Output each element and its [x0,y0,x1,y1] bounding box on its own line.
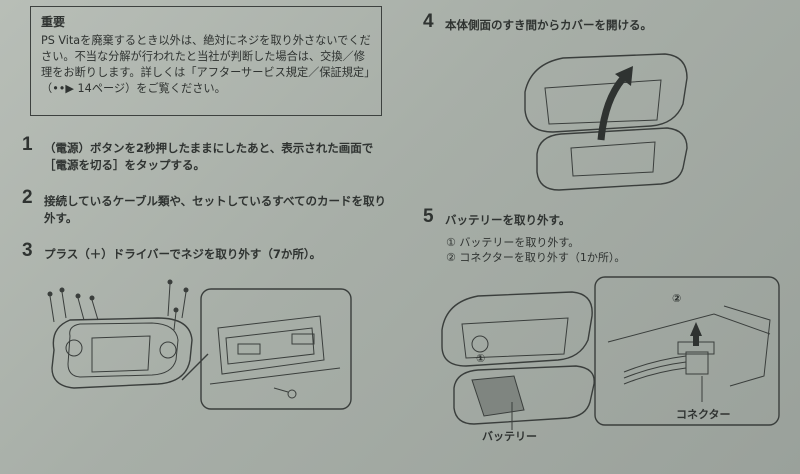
substep-1: ① バッテリーを取り外す。 [446,235,579,250]
callout-pointer [181,353,209,381]
important-notice: 重要 PS Vitaを廃棄するとき以外は、絶対にネジを取り外さないでください。不… [30,6,382,116]
step-text: （電源）ボタンを2秒押したままにしたあと、表示された画面で［電源を切る］をタップ… [44,141,374,172]
step-text: プラス（＋）ドライバーでネジを取り外す（7か所）。 [44,247,322,261]
screw-detail-callout [200,288,352,410]
step-2: 2 接続しているケーブル類や、セットしているすべてのカードを取り外す。 [22,188,387,227]
substep-marker: ① [446,236,456,249]
step-4: 4 本体側面のすき間からカバーを開ける。 [423,12,773,34]
substep-text: バッテリーを取り外す。 [459,236,580,249]
step-number: 4 [423,11,434,32]
cover-opening-illustration [524,53,688,191]
step-1: 1 （電源）ボタンを2秒押したままにしたあと、表示された画面で［電源を切る］をタ… [22,135,387,174]
notice-title: 重要 [41,15,66,29]
substep-text: コネクターを取り外す（1か所）。 [459,251,626,264]
step-text: 本体側面のすき間からカバーを開ける。 [445,18,652,32]
connector-detail-callout [594,276,780,426]
step-number: 1 [22,134,33,155]
substep-marker: ② [446,251,456,264]
battery-removal-illustration [441,291,595,430]
battery-label: バッテリー [482,430,537,443]
console-screws-illustration [47,279,193,389]
step-number: 2 [22,187,33,208]
connector-label: コネクター [676,408,731,421]
step-text: 接続しているケーブル類や、セットしているすべてのカードを取り外す。 [44,194,387,225]
step-number: 3 [22,240,33,261]
step-text: バッテリーを取り外す。 [445,213,571,227]
step-3: 3 プラス（＋）ドライバーでネジを取り外す（7か所）。 [22,241,387,263]
callout-1-marker: ① [476,352,486,365]
step-number: 5 [423,206,434,227]
callout-2-marker: ② [672,292,682,305]
step-5: 5 バッテリーを取り外す。 [423,207,773,229]
notice-body: PS Vitaを廃棄するとき以外は、絶対にネジを取り外さないでください。不当な分… [41,34,371,95]
substep-2: ② コネクターを取り外す（1か所）。 [446,250,625,265]
